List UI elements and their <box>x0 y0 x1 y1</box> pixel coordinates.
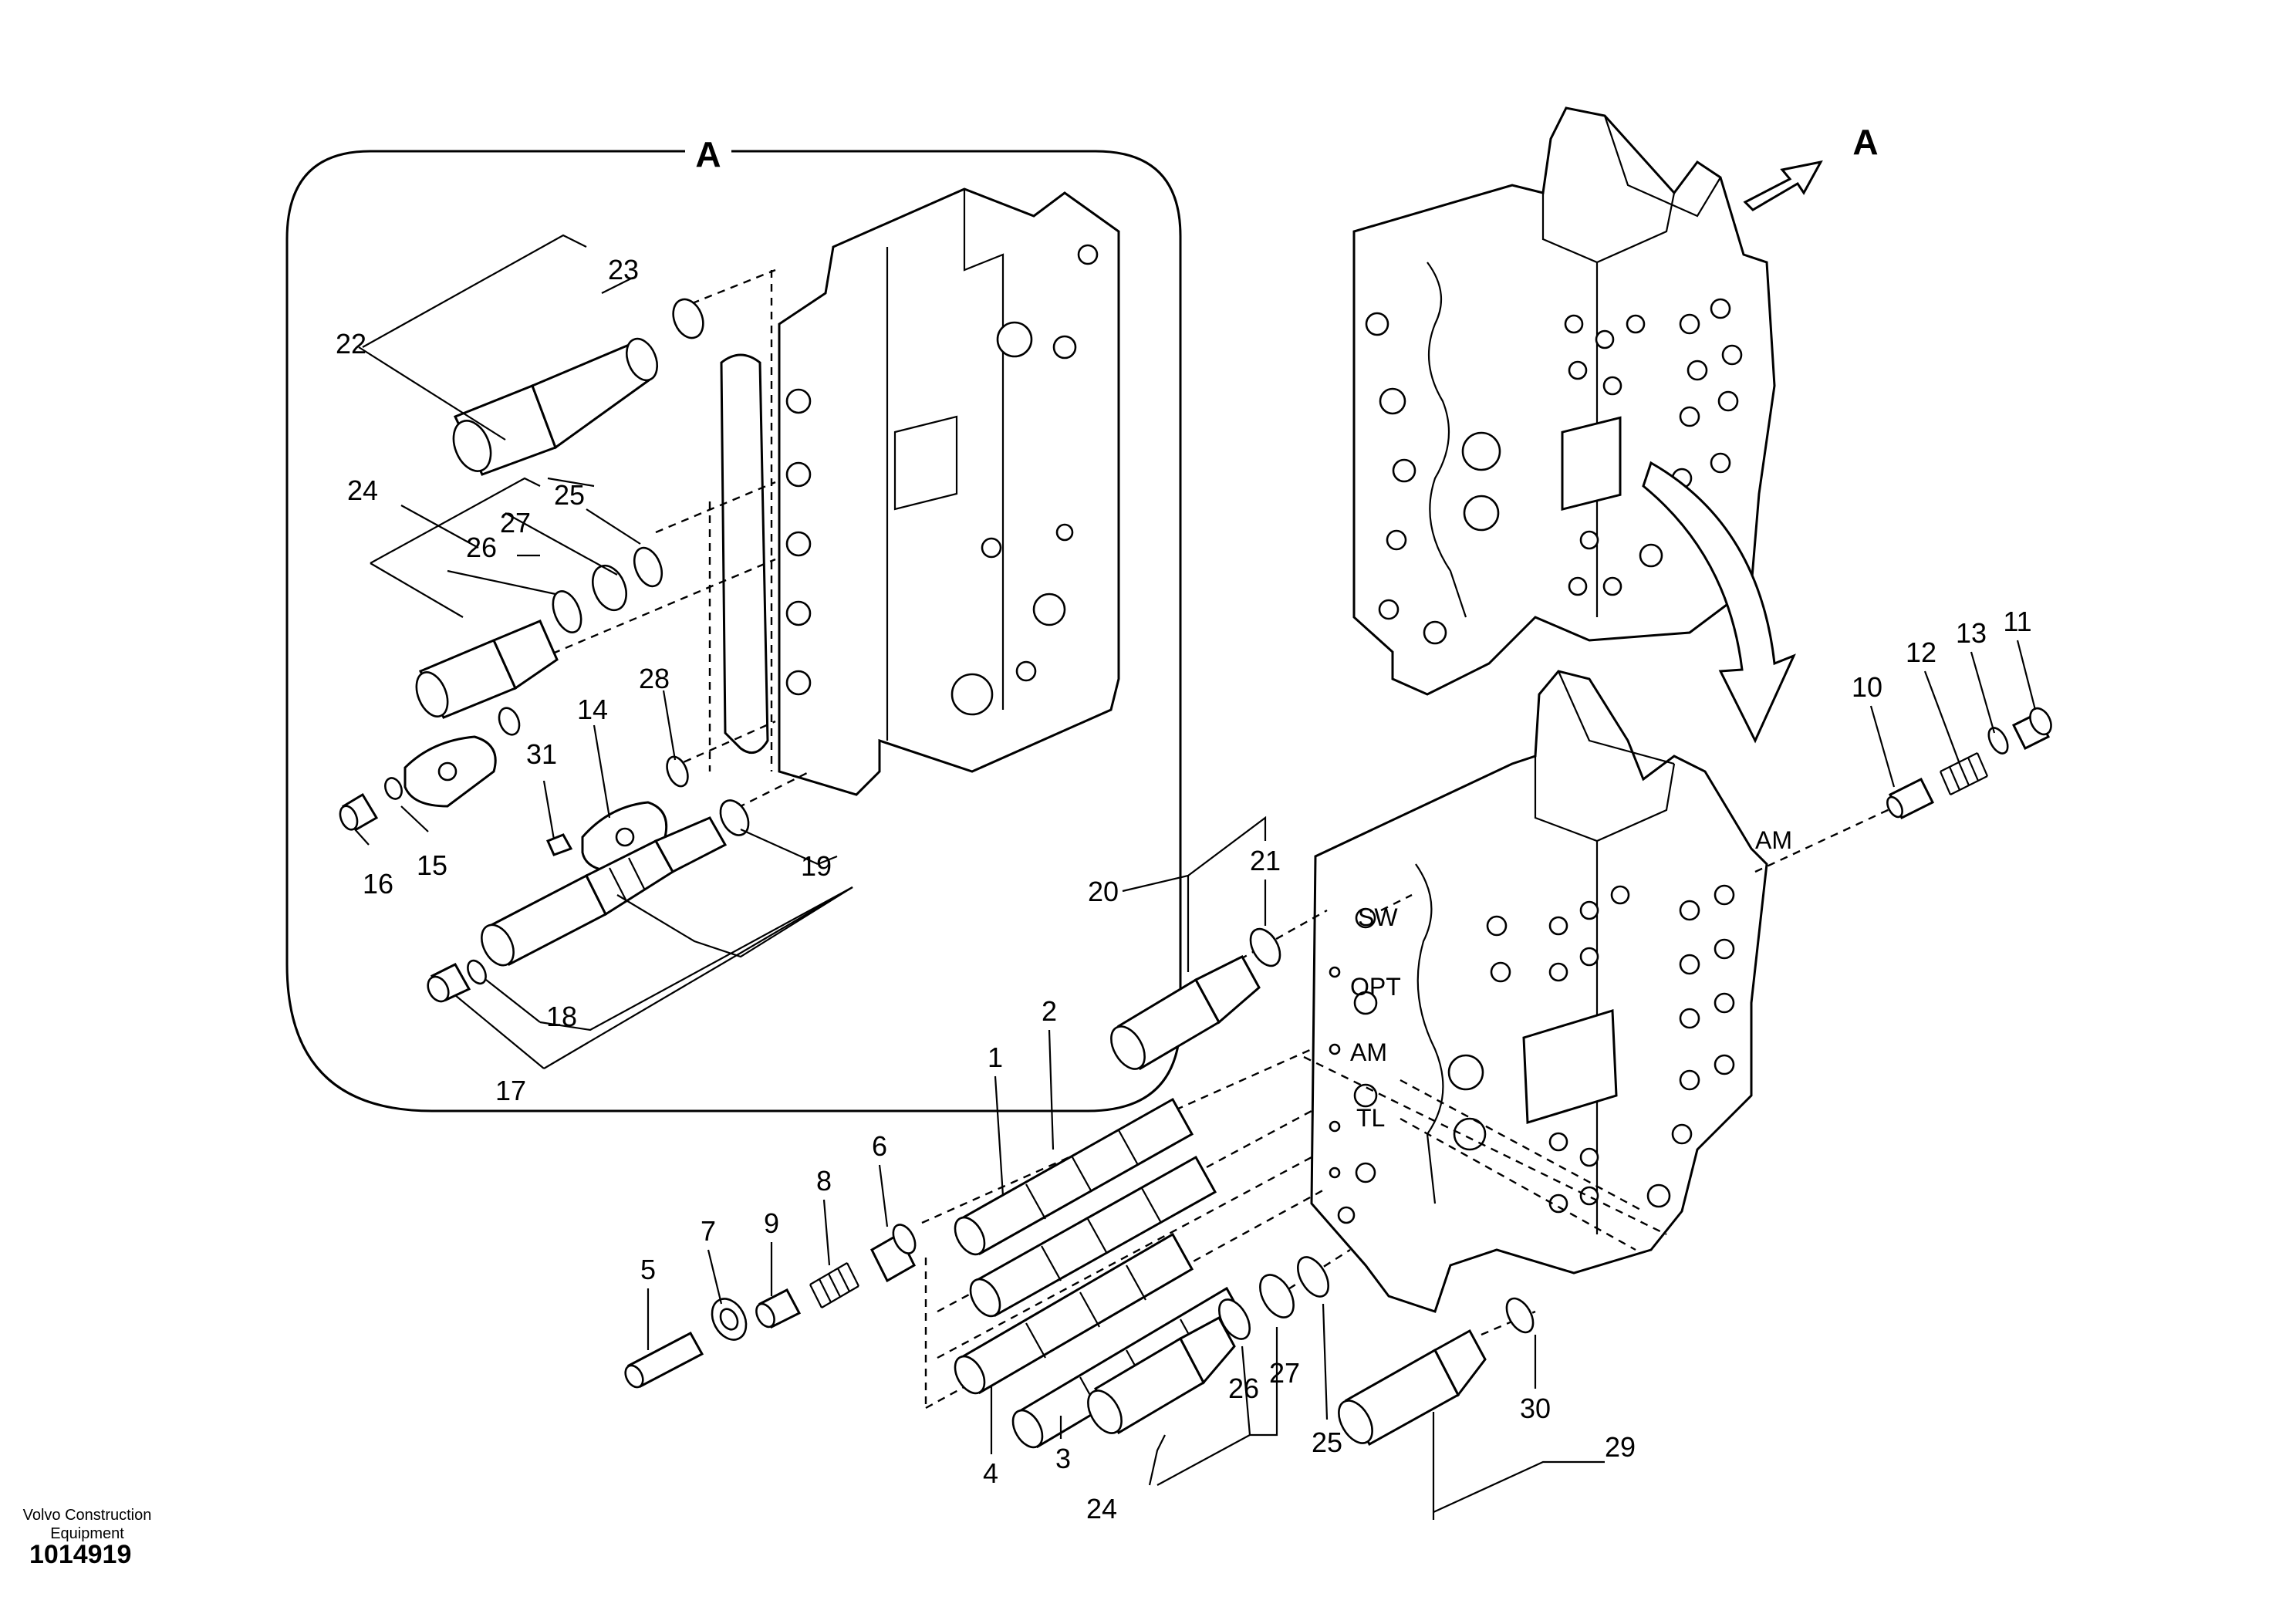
main-body-cover <box>1522 1009 1618 1124</box>
spring-assembly-parts <box>624 1224 917 1389</box>
detail-frame <box>285 150 1182 1112</box>
detail-body-ports <box>785 244 1099 716</box>
document-number: 1014919 <box>29 1540 132 1569</box>
part-24-relief-valve <box>1087 1315 1236 1435</box>
part-26-o-ring-detail <box>552 590 582 633</box>
callout-26: 26 <box>1228 1372 1259 1404</box>
part-21-o-ring <box>1249 927 1281 967</box>
part-29-relief-valve <box>1338 1329 1487 1447</box>
part-24-relief-valve-detail <box>415 620 559 719</box>
part-27-backup-ring-detail <box>592 564 627 612</box>
callout-1: 1 <box>988 1042 1003 1073</box>
part-19-o-ring <box>719 799 750 836</box>
port-labels: SW OPT AM TL <box>1350 903 1401 1132</box>
detail-view-label: A <box>695 134 721 174</box>
callout-22: 22 <box>336 328 366 360</box>
spool-1 <box>954 1097 1194 1256</box>
callout-4: 4 <box>983 1457 998 1489</box>
part-26-o-ring <box>1218 1298 1251 1340</box>
part-12-spring <box>1939 752 1989 795</box>
callout-27: 27 <box>1269 1357 1300 1389</box>
callout-19: 19 <box>801 850 832 882</box>
part-22-relief-valve <box>452 337 659 476</box>
part-9-spacer <box>755 1288 802 1329</box>
callout-14: 14 <box>577 694 608 725</box>
main-valve-body: SW OPT AM TL <box>1310 670 1768 1313</box>
am-line-label: AM <box>1755 826 1792 854</box>
callout-27-detail: 27 <box>500 507 531 539</box>
part-27-backup-ring <box>1259 1274 1295 1318</box>
o-ring-detail-small <box>498 707 521 736</box>
callout-24: 24 <box>1086 1493 1117 1524</box>
main-body-ports <box>1329 884 1735 1224</box>
callout-6: 6 <box>872 1130 887 1162</box>
part-16-plug <box>339 792 379 832</box>
callout-25: 25 <box>1312 1426 1342 1458</box>
callout-11: 11 <box>2003 606 2031 637</box>
callout-15: 15 <box>417 849 447 881</box>
part-11-plug <box>2011 707 2052 751</box>
view-arrow-label: A <box>1852 122 1878 162</box>
part-17-plug <box>427 963 471 1003</box>
part-8-spring <box>809 1262 859 1308</box>
callout-30: 30 <box>1520 1393 1551 1424</box>
callout-8: 8 <box>816 1165 832 1197</box>
part-25-o-ring <box>1297 1256 1329 1298</box>
callout-10: 10 <box>1852 671 1882 703</box>
callout-9: 9 <box>764 1207 779 1239</box>
callout-24-detail: 24 <box>347 474 378 506</box>
port-label-sw: SW <box>1358 903 1398 931</box>
upper-body-ports <box>1365 298 1743 645</box>
spool-4 <box>954 1232 1194 1395</box>
part-7-washer <box>711 1298 748 1341</box>
part-30-o-ring <box>1505 1297 1535 1334</box>
callout-13: 13 <box>1956 617 1987 649</box>
callout-23: 23 <box>608 254 639 285</box>
callout-17: 17 <box>495 1075 526 1106</box>
port-label-am: AM <box>1350 1038 1387 1066</box>
detail-leader-lines <box>354 234 853 1069</box>
callout-25-detail: 25 <box>554 479 585 511</box>
view-arrow-a: A <box>1743 122 1879 211</box>
callout-21: 21 <box>1250 845 1281 876</box>
part-18-o-ring <box>467 959 487 985</box>
upper-body-cover <box>1561 416 1622 511</box>
callout-31: 31 <box>526 738 557 770</box>
part-14-cover-plates <box>403 735 668 873</box>
part-17-spool-assembly <box>481 816 728 967</box>
rotation-arrow <box>1642 461 1796 744</box>
port-label-opt: OPT <box>1350 973 1401 1001</box>
part-6-seat <box>870 1224 917 1283</box>
upper-valve-body <box>1352 106 1776 696</box>
part-10-poppet <box>1886 777 1935 820</box>
callout-28: 28 <box>639 663 670 694</box>
callout-12: 12 <box>1906 636 1936 668</box>
callout-5: 5 <box>640 1254 656 1285</box>
part-23-o-ring <box>672 298 704 339</box>
detail-view-a: A <box>285 130 1182 1112</box>
spool-2 <box>969 1155 1217 1318</box>
callout-26-detail: 26 <box>466 532 497 563</box>
part-20-relief-valve <box>1110 955 1261 1071</box>
callout-16: 16 <box>363 868 393 900</box>
callout-20: 20 <box>1088 876 1119 907</box>
callout-18: 18 <box>546 1001 577 1032</box>
callout-3: 3 <box>1055 1443 1071 1474</box>
part-28-o-ring <box>666 755 689 788</box>
main-leader-lines <box>647 640 2037 1520</box>
callout-29: 29 <box>1605 1431 1636 1463</box>
port-label-tl: TL <box>1356 1104 1385 1132</box>
view-direction-arrow <box>1743 160 1823 211</box>
callout-2: 2 <box>1042 995 1057 1027</box>
part-31-bolt <box>545 833 573 856</box>
part-5-bolt <box>624 1331 704 1389</box>
part-13-o-ring <box>1987 727 2009 755</box>
part-25-o-ring-detail <box>633 546 663 588</box>
part-15-o-ring <box>384 777 403 800</box>
publisher-credit: Volvo Construction Equipment <box>22 1507 152 1542</box>
callout-7: 7 <box>701 1215 716 1247</box>
detail-valve-body <box>720 187 1120 796</box>
